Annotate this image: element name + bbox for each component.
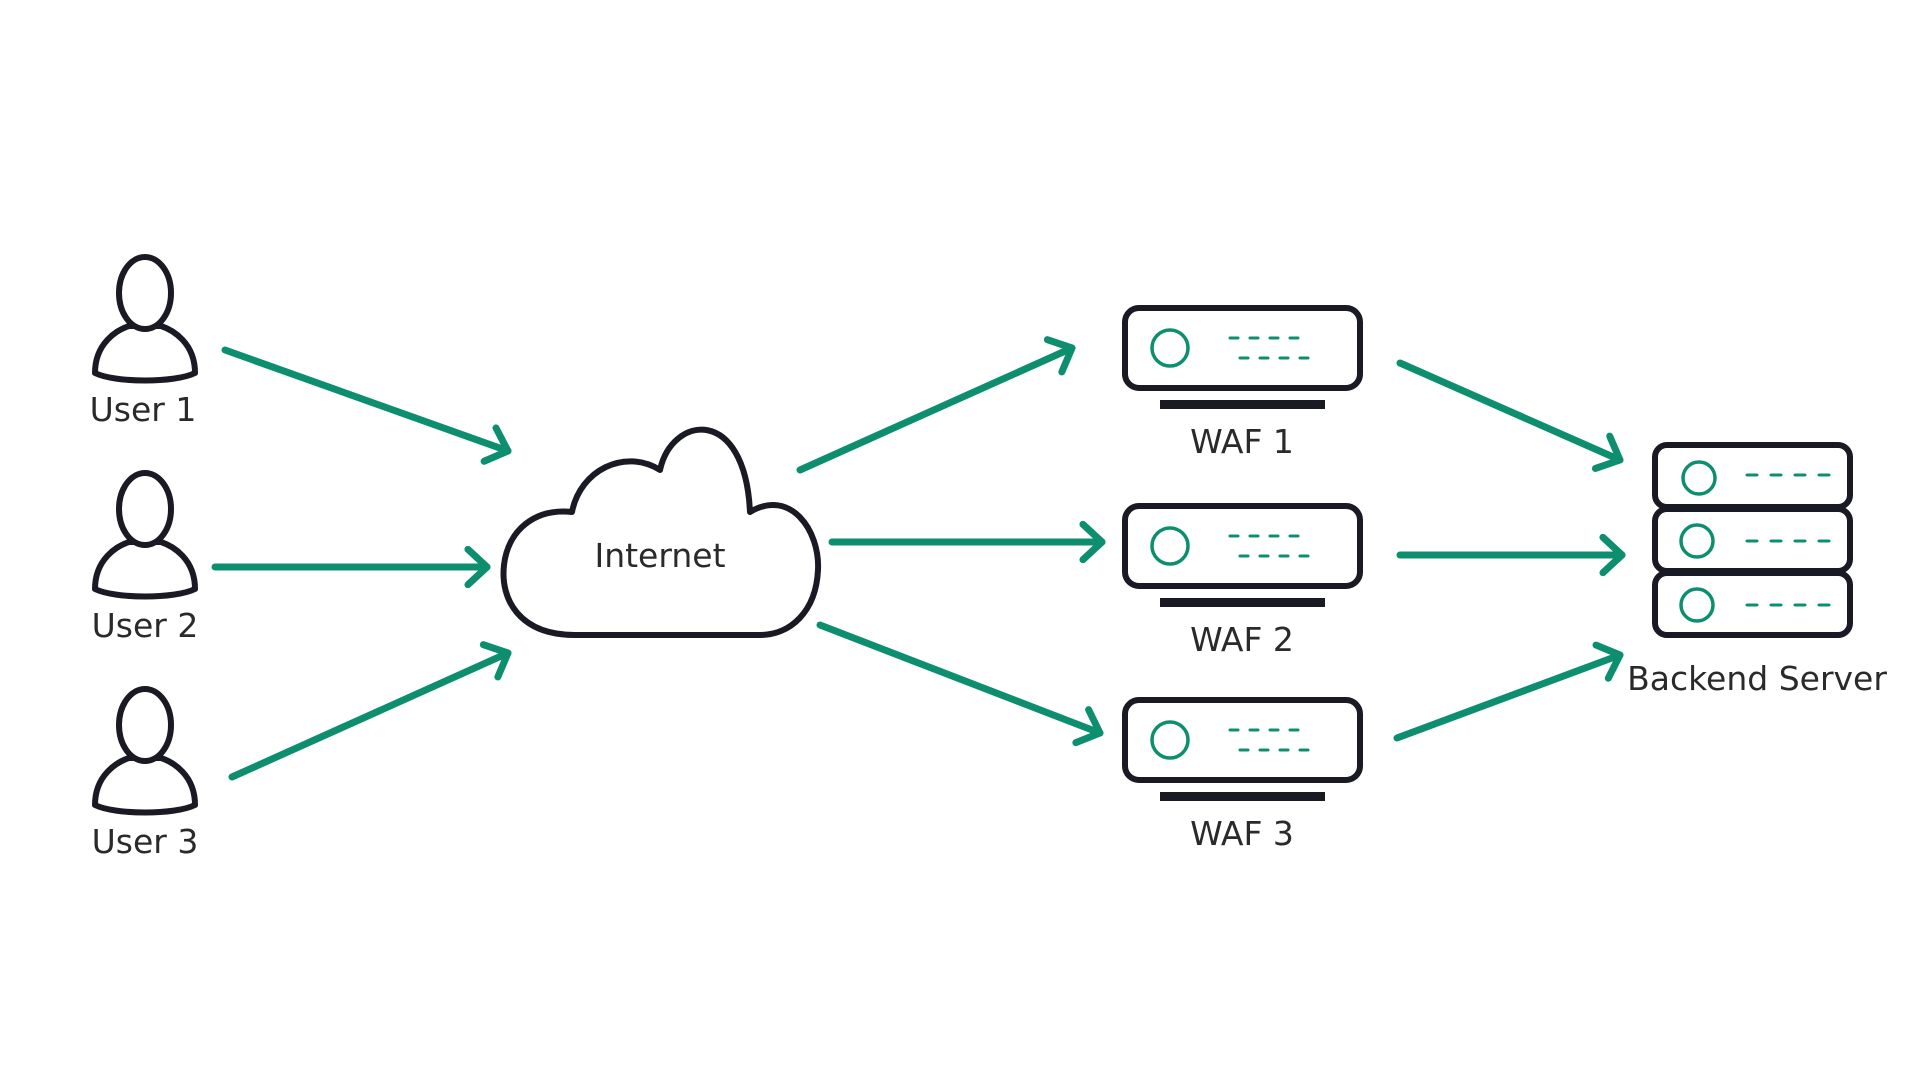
arrow-line — [228, 649, 512, 781]
firewall-appliance-icon — [1122, 503, 1363, 607]
user-icon — [92, 254, 198, 384]
user-node-3: User 3 — [92, 686, 199, 861]
waf-label: WAF 2 — [1190, 620, 1294, 659]
arrow-user-1-to-internet — [221, 346, 512, 465]
internet-node: Internet — [500, 426, 822, 638]
arrowhead-icon — [1592, 641, 1624, 682]
waf-node-1: WAF 1 — [1122, 305, 1363, 461]
arrow-internet-to-waf-3 — [816, 621, 1104, 747]
user-node-2: User 2 — [92, 470, 199, 645]
arrow-line — [796, 344, 1076, 474]
backend-server-node: Backend Server — [1627, 442, 1887, 698]
user-label: User 1 — [90, 390, 197, 429]
user-node-1: User 1 — [90, 254, 198, 429]
waf-label: WAF 1 — [1190, 422, 1294, 461]
user-icon — [92, 470, 198, 600]
arrow-line — [221, 346, 512, 455]
arrow-line — [1396, 359, 1624, 464]
connection-arrows — [211, 336, 1626, 781]
arrow-user-3-to-internet — [228, 641, 512, 781]
arrow-line — [1393, 651, 1624, 742]
arrowhead-icon — [1079, 520, 1106, 564]
backend-label: Backend Server — [1627, 659, 1887, 698]
user-icon — [92, 686, 198, 816]
user-label: User 2 — [92, 606, 199, 645]
arrow-internet-to-waf-1 — [796, 336, 1076, 474]
arrow-waf-2-to-backend-server — [1396, 533, 1626, 577]
firewall-appliance-icon — [1122, 305, 1363, 409]
arrowhead-icon — [479, 641, 512, 681]
arrow-user-2-to-internet — [211, 545, 491, 589]
arrowhead-icon — [1072, 706, 1104, 747]
server-stack-icon — [1652, 442, 1853, 638]
user-label: User 3 — [92, 822, 199, 861]
waf-node-2: WAF 2 — [1122, 503, 1363, 659]
arrowhead-icon — [480, 424, 512, 465]
cloud-icon — [500, 426, 822, 638]
arrow-internet-to-waf-2 — [828, 520, 1106, 564]
internet-label: Internet — [594, 536, 725, 575]
arrow-waf-1-to-backend-server — [1396, 359, 1624, 472]
waf-label: WAF 3 — [1190, 814, 1294, 853]
arrowhead-icon — [1043, 336, 1076, 376]
arrowhead-icon — [1591, 432, 1624, 472]
arrowhead-icon — [464, 545, 491, 589]
arrow-waf-3-to-backend-server — [1393, 641, 1624, 742]
arrow-line — [816, 621, 1104, 737]
arrowhead-icon — [1599, 533, 1626, 577]
firewall-appliance-icon — [1122, 697, 1363, 801]
waf-node-3: WAF 3 — [1122, 697, 1363, 853]
